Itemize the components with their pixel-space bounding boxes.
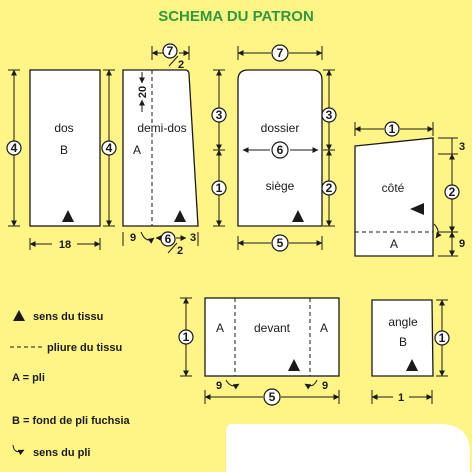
dim-circle	[162, 43, 178, 59]
grain-triangle-icon	[406, 359, 418, 371]
legend-item-label: sens du pli	[33, 447, 90, 459]
dim-circle	[211, 107, 227, 123]
dos-label: dos	[54, 121, 73, 135]
dim-circle	[160, 231, 176, 247]
dim-circle	[6, 140, 22, 156]
dos-letter: B	[60, 143, 68, 157]
angle-bottom-label: 1	[398, 392, 404, 404]
devant-fold-left-label: 9	[216, 380, 222, 392]
legend-item-label: A = pli	[12, 372, 45, 384]
devant-bottom-label: 5	[269, 390, 276, 404]
legend-item-label: pliure du tissu	[47, 342, 122, 354]
cote-top-label: 1	[389, 122, 396, 136]
dossier-top-label: 7	[277, 46, 284, 60]
demi-dos-top-fraction: 2	[178, 59, 184, 71]
siege-label: siège	[266, 179, 295, 193]
demi-dos-bottom-mid-label: 6	[165, 232, 172, 246]
dim-circle	[101, 140, 117, 156]
dossier-center-label: 6	[277, 143, 284, 157]
legend: sens du tissu pliure du tissu A = pli B …	[10, 310, 131, 459]
piece-angle: angle B	[371, 299, 434, 377]
dossier-right-bottom-label: 2	[326, 181, 333, 195]
cote-right-bottom-label: 9	[459, 238, 465, 250]
dim-circle	[271, 141, 289, 159]
piece-dossier-siege: 6 dossier siège	[237, 69, 323, 227]
pleat-curved-arrow-icon	[304, 379, 318, 390]
triangle-icon	[13, 310, 25, 321]
demi-dos-letter: A	[133, 143, 141, 157]
devant-outline	[204, 297, 340, 377]
fraction-slash	[167, 242, 178, 254]
dossier-bottom-label: 5	[277, 236, 284, 250]
demi-dos-bottom-right-label: 3	[190, 232, 196, 244]
dossier-label: dossier	[261, 121, 300, 135]
angle-letter: B	[399, 335, 407, 349]
cote-right-top-label: 3	[459, 141, 465, 153]
demi-dos-label: demi-dos	[137, 121, 186, 135]
pleat-curved-arrow-icon	[225, 379, 240, 390]
fraction-slash	[168, 55, 179, 67]
grain-triangle-icon	[174, 210, 186, 222]
demi-dos-inset-label: 20	[137, 86, 149, 98]
cote-label: côté	[382, 181, 405, 195]
dim-circle	[444, 184, 460, 200]
dossier-right-top-label: 3	[326, 108, 333, 122]
cote-outline	[354, 137, 434, 257]
dossier-left-bottom-label: 1	[216, 181, 223, 195]
grain-triangle-icon	[288, 359, 300, 371]
dim-circle	[321, 107, 337, 123]
demi-dos-bottom-left-label: 9	[130, 232, 136, 244]
devant-fold-right-label: 9	[322, 380, 328, 392]
dim-circle	[271, 44, 289, 62]
dos-width-label: 18	[59, 239, 71, 251]
dim-circle	[211, 180, 227, 196]
piece-cote: côté A	[354, 137, 442, 257]
demi-dos-bottom-mid-fraction: 2	[177, 245, 183, 257]
dim-circle	[263, 388, 281, 406]
devant-letter-right: A	[320, 321, 328, 335]
dossier-left-top-label: 3	[216, 108, 223, 122]
dim-circle	[178, 329, 194, 345]
grain-triangle-icon	[62, 210, 74, 222]
dos-height-label: 4	[11, 141, 18, 155]
demi-dos-top-label: 7	[167, 44, 174, 58]
angle-outline	[371, 299, 434, 377]
piece-dos: dos B	[29, 69, 101, 227]
devant-letter-left: A	[216, 321, 224, 335]
cote-right-label: 2	[449, 185, 456, 199]
dos-outline	[29, 69, 101, 227]
cote-letter: A	[390, 237, 398, 251]
devant-label: devant	[254, 321, 291, 335]
grain-triangle-icon	[410, 203, 424, 215]
piece-devant: A devant A	[204, 297, 340, 377]
legend-item-label: B = fond de pli fuchsia	[12, 415, 131, 427]
demi-dos-height-label: 4	[106, 141, 113, 155]
dim-circle	[434, 330, 450, 346]
grain-triangle-icon	[292, 210, 304, 222]
legend-item-label: sens du tissu	[33, 311, 103, 323]
dim-circle	[271, 234, 289, 252]
devant-height-label: 1	[183, 330, 190, 344]
pleat-curved-arrow-icon	[433, 223, 442, 239]
dim-circle	[384, 121, 400, 137]
dim-circle	[321, 180, 337, 196]
angle-height-label: 1	[439, 331, 446, 345]
angle-label: angle	[388, 315, 418, 329]
piece-demi-dos: demi-dos A 20	[122, 69, 199, 227]
page-title: SCHEMA DU PATRON	[158, 8, 314, 25]
pleat-curved-arrow-icon	[140, 231, 155, 244]
curved-arrow-icon	[12, 444, 25, 456]
